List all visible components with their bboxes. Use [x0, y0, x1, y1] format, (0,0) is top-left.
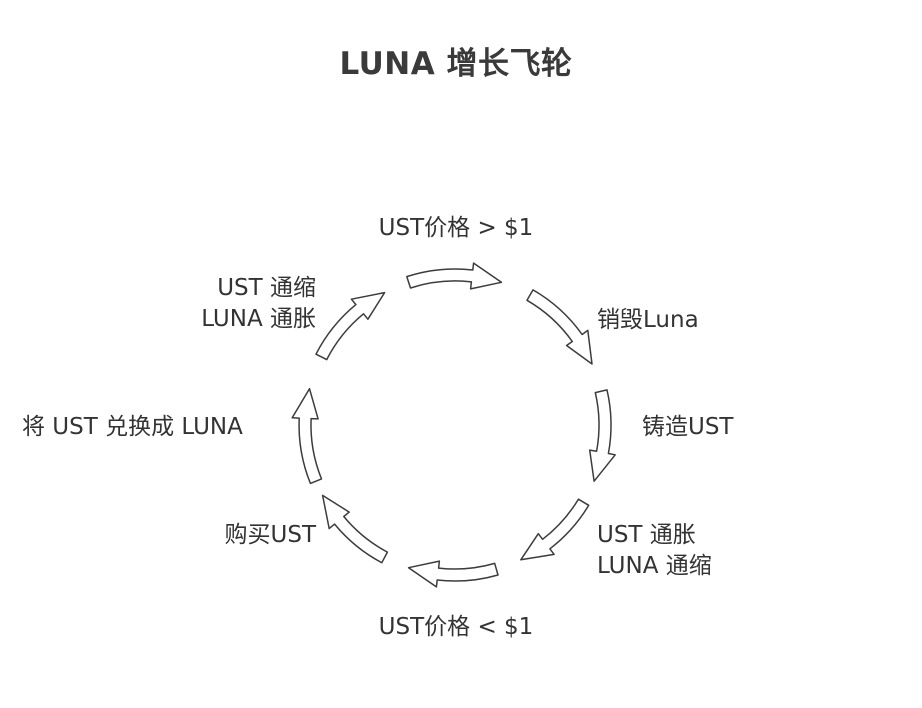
- label-burn-luna: 销毁Luna: [597, 305, 699, 336]
- label-ust-price-below-peg-text: UST价格 < $1: [378, 614, 534, 640]
- arrow-bottom: [407, 560, 499, 588]
- label-swap-ust-to-luna-text: 将 UST 兑换成 LUNA: [22, 414, 243, 440]
- diagram-title: LUNA 增长飞轮: [339, 46, 573, 82]
- label-burn-luna-text: 销毁Luna: [597, 307, 699, 333]
- label-ust-inflation: UST 通胀 LUNA 通缩: [597, 520, 712, 582]
- label-ust-price-above-peg: UST价格 > $1: [356, 213, 556, 244]
- label-ust-price-above-peg-text: UST价格 > $1: [378, 215, 534, 241]
- arrow-right: [588, 389, 616, 482]
- label-ust-inflation-line2: LUNA 通缩: [597, 553, 712, 579]
- label-mint-ust: 铸造UST: [642, 412, 733, 443]
- label-mint-ust-text: 铸造UST: [642, 414, 734, 440]
- label-buy-ust-text: 购买UST: [224, 522, 316, 548]
- arrow-top: [406, 262, 503, 290]
- label-buy-ust: 购买UST: [150, 520, 316, 551]
- label-ust-deflation-line1: UST 通缩: [217, 275, 316, 301]
- label-ust-deflation: UST 通缩 LUNA 通胀: [120, 273, 316, 335]
- label-ust-inflation-line1: UST 通胀: [597, 522, 696, 548]
- label-swap-ust-to-luna: 将 UST 兑换成 LUNA: [22, 412, 243, 443]
- label-ust-deflation-line2: LUNA 通胀: [201, 306, 316, 332]
- arrow-bottom-right: [520, 498, 590, 561]
- arrow-top-right: [526, 289, 593, 365]
- arrow-left: [291, 387, 323, 485]
- label-ust-price-below-peg: UST价格 < $1: [356, 612, 556, 643]
- arrow-top-left: [315, 291, 386, 361]
- arrow-bottom-left: [321, 494, 389, 564]
